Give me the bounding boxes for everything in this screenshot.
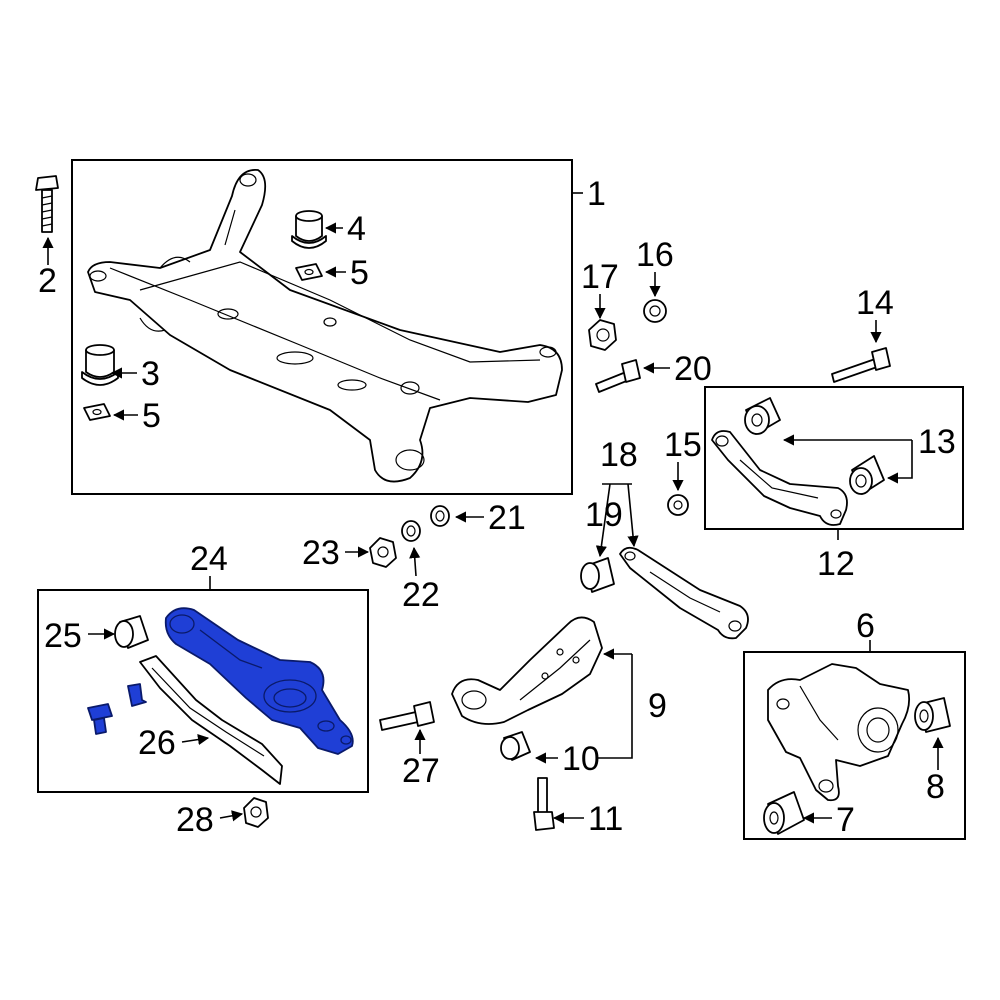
bolt-fastener[interactable] bbox=[87, 703, 113, 735]
washer-part-16[interactable] bbox=[643, 299, 667, 323]
clip-fastener[interactable] bbox=[127, 683, 147, 707]
bushing-part-3[interactable] bbox=[81, 344, 119, 386]
nut-part-23[interactable] bbox=[369, 537, 397, 568]
callout-8: 8 bbox=[926, 768, 945, 806]
washer-part-21[interactable] bbox=[430, 505, 450, 527]
bolt-part-14[interactable] bbox=[831, 347, 891, 383]
callout-21: 21 bbox=[488, 499, 526, 537]
callout-13: 13 bbox=[918, 423, 956, 461]
bushing-part-7[interactable] bbox=[763, 791, 805, 835]
washer-part-22[interactable] bbox=[401, 520, 421, 542]
bushing-part-13-upper[interactable] bbox=[744, 397, 781, 435]
lower-arm-part-24[interactable] bbox=[164, 607, 354, 755]
callout-7: 7 bbox=[836, 801, 855, 839]
callout-27: 27 bbox=[402, 752, 440, 790]
crossmember-group-box bbox=[71, 159, 573, 495]
upper-arm-group-box bbox=[704, 386, 964, 530]
callout-28: 28 bbox=[176, 801, 214, 839]
callout-12: 12 bbox=[817, 545, 855, 583]
callout-6: 6 bbox=[856, 607, 875, 645]
washer-part-5-upper[interactable] bbox=[295, 263, 323, 281]
callout-16: 16 bbox=[636, 236, 674, 274]
arm-part-18[interactable] bbox=[619, 546, 749, 640]
knuckle-part-6[interactable] bbox=[767, 663, 911, 802]
leader-lines bbox=[42, 192, 944, 824]
bushing-part-19[interactable] bbox=[580, 557, 615, 593]
bushing-part-25[interactable] bbox=[114, 615, 149, 649]
shield-part-26[interactable] bbox=[139, 655, 283, 785]
crossmember-part[interactable] bbox=[87, 169, 563, 483]
callout-24: 24 bbox=[190, 540, 228, 578]
callout-5-lower: 5 bbox=[142, 397, 161, 435]
callout-4: 4 bbox=[347, 210, 366, 248]
washer-part-5-lower[interactable] bbox=[83, 403, 111, 421]
callout-10: 10 bbox=[562, 740, 600, 778]
upper-arm-part-12[interactable] bbox=[711, 430, 848, 526]
trailing-arm-part-9[interactable] bbox=[451, 616, 603, 725]
bolt-part-2[interactable] bbox=[35, 175, 59, 233]
bushing-part-13-lower[interactable] bbox=[849, 455, 885, 495]
callout-17: 17 bbox=[581, 258, 619, 296]
callout-25: 25 bbox=[44, 617, 82, 655]
knuckle-group-box bbox=[743, 651, 966, 840]
callout-23: 23 bbox=[302, 534, 340, 572]
bushing-part-10[interactable] bbox=[500, 731, 531, 761]
callout-3: 3 bbox=[141, 355, 160, 393]
callout-18: 18 bbox=[600, 436, 638, 474]
bolt-part-11[interactable] bbox=[533, 777, 555, 831]
bushing-part-4[interactable] bbox=[291, 210, 327, 249]
nut-part-17[interactable] bbox=[588, 319, 617, 351]
callout-22: 22 bbox=[402, 576, 440, 614]
callout-5-upper: 5 bbox=[350, 254, 369, 292]
bolt-part-20[interactable] bbox=[595, 359, 641, 393]
bolt-part-27[interactable] bbox=[379, 701, 435, 731]
callout-1: 1 bbox=[587, 175, 606, 213]
lower-arm-group-box bbox=[37, 589, 369, 793]
nut-part-28[interactable] bbox=[243, 797, 269, 828]
callout-20: 20 bbox=[674, 350, 712, 388]
bushing-part-8[interactable] bbox=[914, 697, 951, 733]
callout-2: 2 bbox=[38, 262, 57, 300]
callout-15: 15 bbox=[664, 426, 702, 464]
callout-19: 19 bbox=[585, 496, 623, 534]
callout-9: 9 bbox=[648, 687, 667, 725]
washer-part-15[interactable] bbox=[667, 494, 689, 516]
callout-11: 11 bbox=[588, 800, 623, 838]
callout-26: 26 bbox=[138, 724, 176, 762]
callout-14: 14 bbox=[856, 284, 894, 322]
